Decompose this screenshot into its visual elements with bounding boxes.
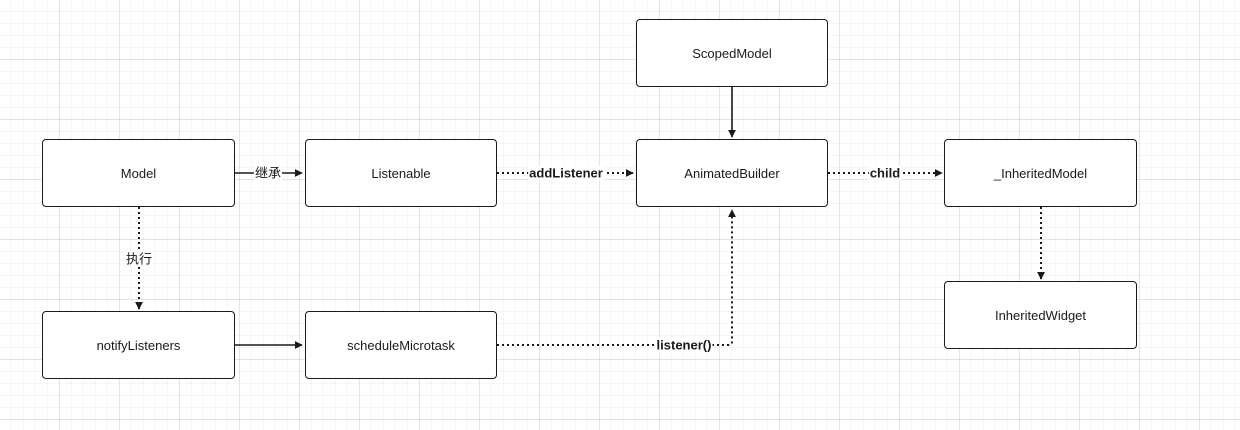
edge-label-child: child <box>868 165 902 181</box>
edge-label-executes: 执行 <box>124 251 154 267</box>
node-model-label: Model <box>120 165 157 181</box>
node-inherited-widget-label: InheritedWidget <box>994 307 1087 323</box>
node-notify-listeners-label: notifyListeners <box>96 337 181 353</box>
node-model[interactable]: Model <box>42 139 235 207</box>
node-notify-listeners[interactable]: notifyListeners <box>42 311 235 379</box>
node-animated-builder[interactable]: AnimatedBuilder <box>636 139 828 207</box>
node-inherited-model[interactable]: _InheritedModel <box>944 139 1137 207</box>
edge-label-listener-call: listener() <box>655 337 713 353</box>
node-inherited-widget[interactable]: InheritedWidget <box>944 281 1137 349</box>
node-listenable[interactable]: Listenable <box>305 139 497 207</box>
node-scoped-model-label: ScopedModel <box>692 45 772 61</box>
node-scoped-model[interactable]: ScopedModel <box>636 19 828 87</box>
edge-label-add-listener: addListener <box>528 165 604 181</box>
node-inherited-model-label: _InheritedModel <box>993 165 1088 181</box>
node-listenable-label: Listenable <box>371 165 431 181</box>
node-schedule-microtask-label: scheduleMicrotask <box>347 337 455 353</box>
node-animated-builder-label: AnimatedBuilder <box>684 165 780 181</box>
edge-schedulemicrotask-to-animatedbuilder <box>497 209 736 346</box>
edge-label-inherits: 继承 <box>253 165 283 181</box>
node-schedule-microtask[interactable]: scheduleMicrotask <box>305 311 497 379</box>
